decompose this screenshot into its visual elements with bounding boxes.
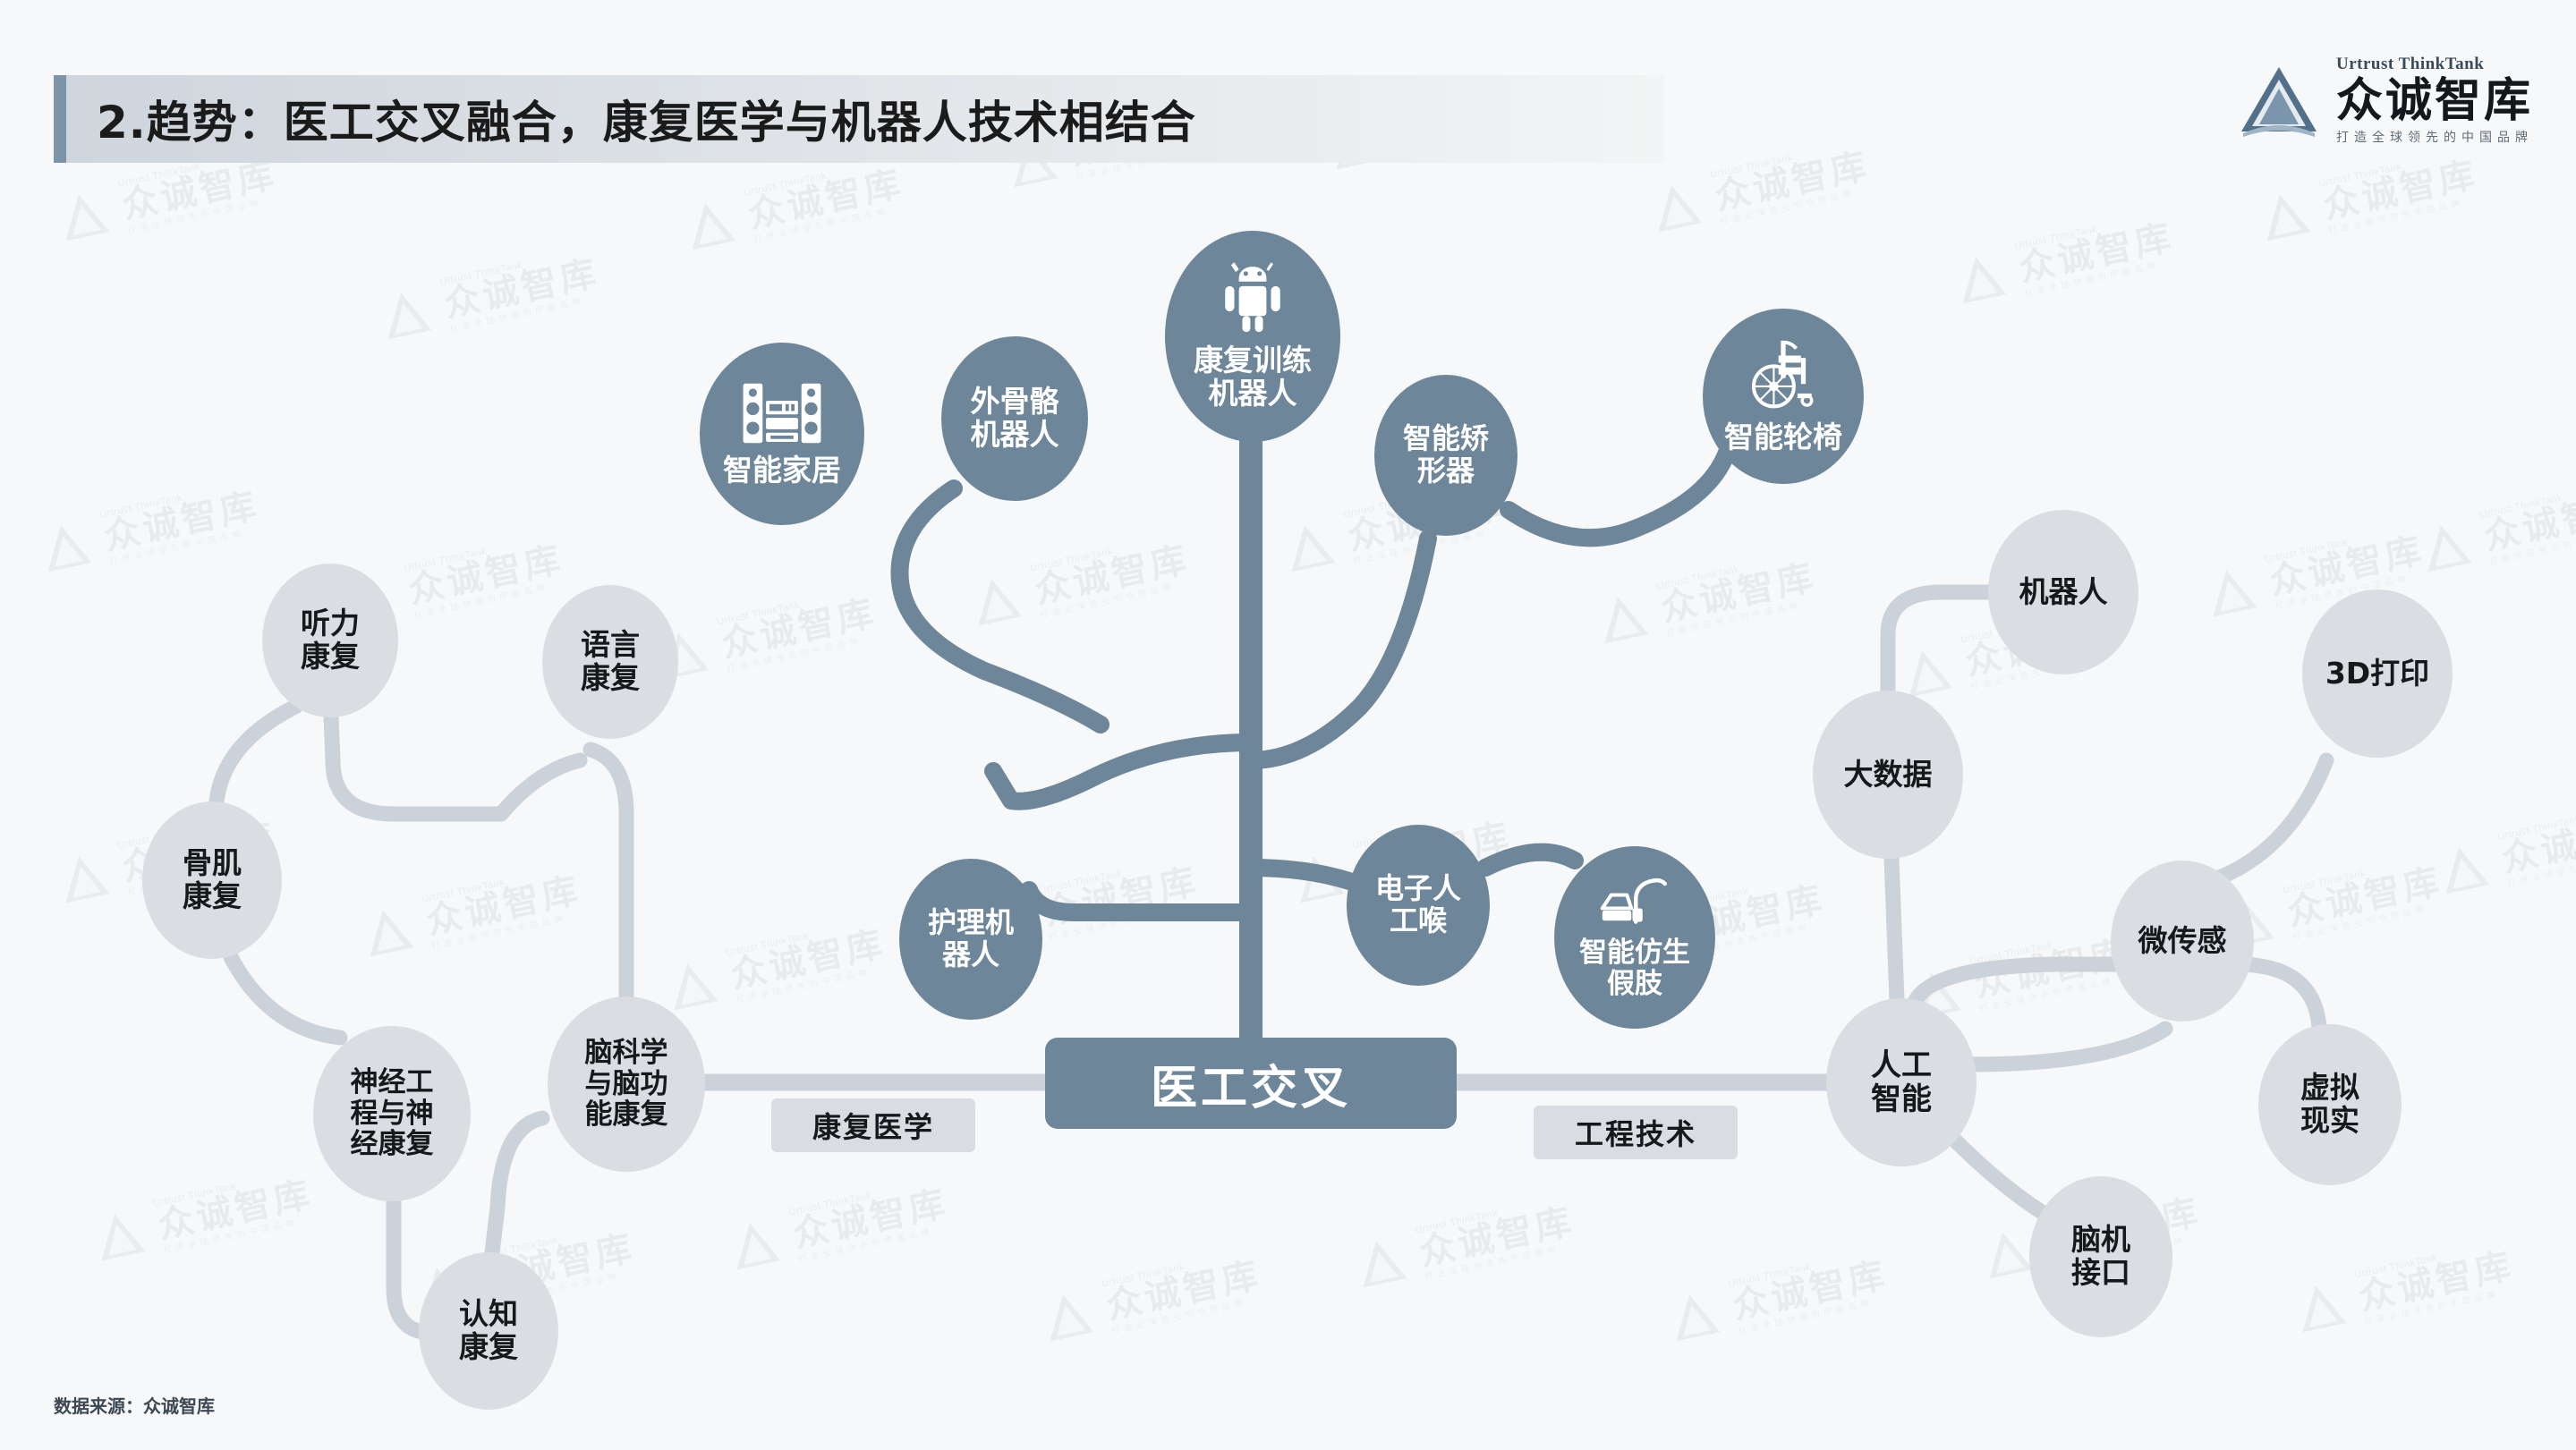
mindmap-node-label: 智能轮椅	[1724, 419, 1842, 454]
mindmap-node-label: 听力 康复	[301, 606, 360, 674]
triangle-logo-icon	[2240, 66, 2317, 137]
edge-brainscience-to-cognitive	[484, 1110, 550, 1260]
edge-hearing-to-musculo	[208, 699, 303, 810]
edge-ai-to-bigdata	[1883, 851, 1905, 1008]
mindmap-node-smart-wheelchair[interactable]: 智能轮椅	[1703, 309, 1864, 484]
mindmap-node-label: 智能仿生 假肢	[1579, 937, 1690, 1000]
edge-larynx-to-prosthesis	[1476, 843, 1584, 877]
brand-logo-tagline: 打造全球领先的中国品牌	[2335, 131, 2533, 145]
edge-exo-to-smarthome	[890, 479, 1109, 733]
edge-brainscience-to-hearing	[323, 709, 588, 822]
mindmap-node-smart-orthosis[interactable]: 智能矫 形器	[1374, 375, 1518, 536]
mindmap-node-label: 神经工 程与神 经康复	[350, 1065, 434, 1161]
brand-logo: Urtrust ThinkTank 众诚智库 打造全球领先的中国品牌	[2236, 55, 2533, 144]
brand-logo-en: Urtrust ThinkTank	[2335, 55, 2485, 73]
mindmap-node-hearing-rehab[interactable]: 听力 康复	[262, 564, 398, 717]
mindmap-edges	[208, 430, 2334, 1341]
mindmap-node-exoskeleton-robot[interactable]: 外骨骼 机器人	[941, 336, 1088, 501]
mindmap-node-big-data[interactable]: 大数据	[1813, 691, 1963, 859]
mindmap-node-label: 电子人 工喉	[1374, 871, 1461, 937]
mindmap-node-label: 大数据	[1843, 756, 1933, 792]
branch-label-engineering-tech-text: 工程技术	[1574, 1117, 1696, 1151]
brand-logo-cn: 众诚智库	[2335, 74, 2533, 128]
mindmap-node-electronic-larynx[interactable]: 电子人 工喉	[1347, 825, 1490, 986]
mindmap-node-brain-computer[interactable]: 脑机 接口	[2029, 1176, 2172, 1337]
mindmap-node-label: 智能矫 形器	[1402, 421, 1489, 488]
mindmap-node-label: 微传感	[2138, 922, 2227, 958]
mindmap-node-brain-science[interactable]: 脑科学 与脑功 能康复	[548, 996, 705, 1172]
mindmap-node-micro-sensing[interactable]: 微传感	[2111, 861, 2254, 1022]
mindmap-node-label: 机器人	[2019, 573, 2108, 609]
mindmap-node-artificial-intel[interactable]: 人工 智能	[1826, 998, 1977, 1166]
mindmap-diagram: 医工交叉 康复医学 工程技术 智能家居 外骨骼 机器人	[0, 134, 2576, 1410]
center-node-label: 医工交叉	[1150, 1061, 1351, 1115]
edge-trunk-to-nursing	[1020, 881, 1260, 921]
mindmap-node-3d-printing[interactable]: 3D打印	[2302, 589, 2453, 758]
mindmap-node-label: 外骨骼 机器人	[970, 384, 1059, 452]
mindmap-node-label: 认知 康复	[459, 1296, 518, 1364]
page-title-bar: 2.趋势：医工交叉融合，康复医学与机器人技术相结合	[54, 75, 1664, 163]
stereo-icon	[741, 381, 823, 453]
edge-ai-to-bci	[1943, 1128, 2057, 1225]
mindmap-node-label: 康复训练 机器人	[1194, 343, 1312, 411]
mindmap-node-label: 3D打印	[2325, 655, 2430, 691]
edge-brainscience-to-language	[582, 742, 634, 1005]
mindmap-node-smart-home[interactable]: 智能家居	[700, 343, 864, 525]
branch-label-rehab-medicine-text: 康复医学	[812, 1110, 934, 1144]
wheelchair-icon	[1745, 339, 1822, 420]
mindmap-node-musculoskeletal[interactable]: 骨肌 康复	[142, 801, 282, 959]
mindmap-node-label: 骨肌 康复	[183, 845, 242, 913]
mindmap-node-nursing-robot[interactable]: 护理机 器人	[899, 859, 1042, 1020]
mindmap-node-bionic-prosthesis[interactable]: 智能仿生 假肢	[1554, 846, 1715, 1029]
mindmap-node-label: 脑科学 与脑功 能康复	[584, 1036, 668, 1132]
edge-bigdata-to-robot	[1880, 584, 1998, 699]
source-note: 数据来源：众诚智库	[54, 1395, 215, 1417]
edge-musculo-to-neuro	[223, 949, 348, 1046]
mindmap-node-label: 人工 智能	[1871, 1047, 1932, 1117]
edge-orthosis-to-wheelchair	[1500, 444, 1736, 547]
edge-ai-to-vr	[1907, 956, 2327, 1035]
edge-trunk-to-larynx	[1242, 859, 1358, 890]
android-icon	[1216, 262, 1289, 343]
mindmap-node-cognitive-rehab[interactable]: 认知 康复	[419, 1252, 558, 1410]
center-node[interactable]: 医工交叉	[1045, 1038, 1457, 1129]
edge-trunk-to-exoskeleton	[984, 733, 1260, 810]
page-title: 2.趋势：医工交叉融合，康复医学与机器人技术相结合	[97, 97, 1196, 148]
edge-micro-to-3dprint	[2209, 752, 2334, 886]
mindmap-node-label: 虚拟 现实	[2300, 1070, 2359, 1138]
brand-logo-text: Urtrust ThinkTank 众诚智库 打造全球领先的中国品牌	[2336, 55, 2533, 144]
edge-ai-to-micro	[1960, 1021, 2173, 1073]
branch-label-rehab-medicine[interactable]: 康复医学	[771, 1098, 975, 1152]
mindmap-node-robot[interactable]: 机器人	[1988, 510, 2138, 674]
edge-trunk-to-orthosis	[1242, 530, 1437, 769]
mindmap-node-label: 护理机 器人	[927, 905, 1014, 971]
mindmap-node-virtual-reality[interactable]: 虚拟 现实	[2258, 1024, 2402, 1185]
mindmap-node-rehab-train-robot[interactable]: 康复训练 机器人	[1165, 231, 1340, 442]
mindmap-node-label: 脑机 接口	[2071, 1222, 2130, 1290]
mindmap-node-label: 语言 康复	[581, 627, 640, 695]
mindmap-node-label: 智能家居	[723, 452, 841, 488]
mindmap-node-neuro-engineering[interactable]: 神经工 程与神 经康复	[313, 1026, 471, 1201]
mindmap-node-language-rehab[interactable]: 语言 康复	[542, 585, 678, 739]
prosthesis-icon	[1595, 875, 1674, 936]
branch-label-engineering-tech[interactable]: 工程技术	[1534, 1106, 1738, 1159]
